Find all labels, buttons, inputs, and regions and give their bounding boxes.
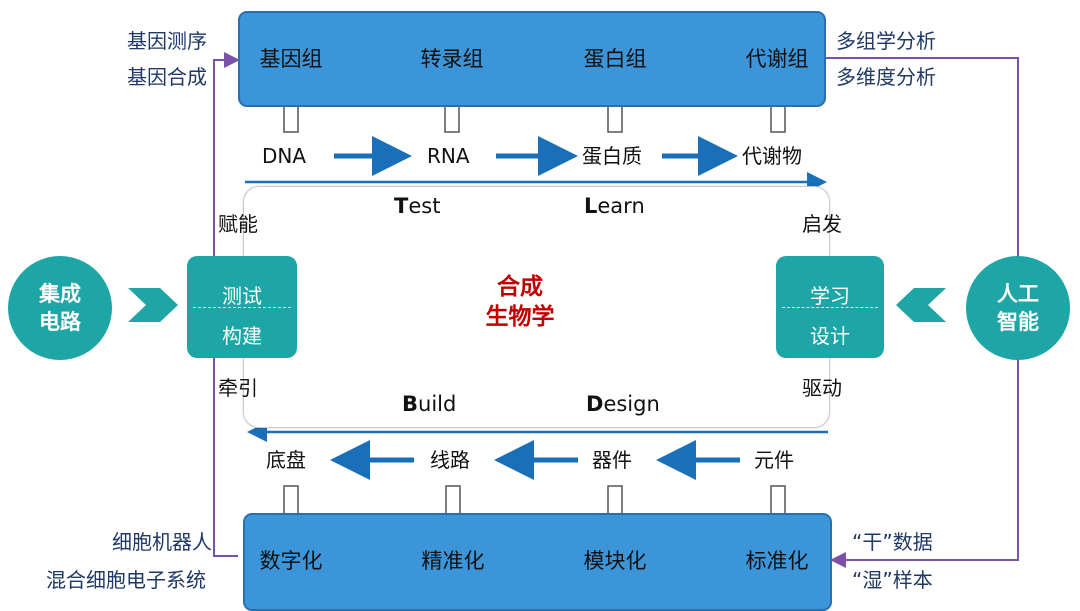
bottom-panel-item-standard: 标准化 xyxy=(745,549,809,573)
left-box-test: 测试 xyxy=(222,284,262,308)
bottom-right-label-dry-data: “干”数据 xyxy=(852,530,933,554)
top-panel-item-transcriptome: 转录组 xyxy=(420,47,484,71)
left-label-traction: 牵引 xyxy=(218,376,258,400)
bottom-right-label-wet-sample: “湿”样本 xyxy=(852,568,933,592)
right-box-learn: 学习 xyxy=(810,284,850,308)
dbtl-cycle-panel xyxy=(243,186,830,428)
flow-top-rna: RNA xyxy=(427,144,470,168)
bottom-left-label-cell-robot: 细胞机器人 xyxy=(112,530,212,554)
left-box-build: 构建 xyxy=(222,324,262,348)
top-left-label-synthesis: 基因合成 xyxy=(127,65,207,89)
top-panel-item-genome: 基因组 xyxy=(259,47,323,71)
top-panel-item-metabolome: 代谢组 xyxy=(745,47,809,71)
integrated-circuit-circle: 集成电路 xyxy=(8,256,112,360)
left-test-build-box: 测试 构建 xyxy=(187,256,297,358)
right-label-inspire: 启发 xyxy=(802,212,842,236)
center-title-line1: 合成 xyxy=(497,274,543,300)
flow-top-protein: 蛋白质 xyxy=(582,144,642,168)
flow-bottom-chassis: 底盘 xyxy=(266,448,306,472)
left-label-empower: 赋能 xyxy=(218,212,258,236)
right-box-design: 设计 xyxy=(810,324,850,348)
bottom-panel-item-precise: 精准化 xyxy=(421,549,485,573)
right-label-drive: 驱动 xyxy=(802,376,842,400)
omics-panel xyxy=(238,11,826,107)
top-right-label-multiomics: 多组学分析 xyxy=(836,29,936,53)
center-title: 合成 生物学 xyxy=(472,272,568,332)
standards-panel xyxy=(243,513,832,611)
right-box-divider xyxy=(782,307,878,308)
flow-bottom-part: 元件 xyxy=(754,448,794,472)
bottom-left-label-hybrid-system: 混合细胞电子系统 xyxy=(46,568,206,592)
top-panel-item-proteome: 蛋白组 xyxy=(583,47,647,71)
bottom-panel-item-digital: 数字化 xyxy=(259,549,323,573)
cycle-label-learn: Learn xyxy=(584,194,645,218)
ai-circle: 人工智能 xyxy=(966,256,1070,360)
flow-top-metabolite: 代谢物 xyxy=(742,144,802,168)
left-chevron xyxy=(128,288,178,322)
cycle-label-build: Build xyxy=(402,392,457,416)
right-chevron xyxy=(896,288,946,322)
top-right-label-multidim: 多维度分析 xyxy=(836,65,936,89)
top-left-label-sequencing: 基因测序 xyxy=(127,29,207,53)
right-learn-design-box: 学习 设计 xyxy=(776,256,884,358)
flow-bottom-device: 器件 xyxy=(592,448,632,472)
bottom-panel-item-modular: 模块化 xyxy=(583,549,647,573)
flow-bottom-circuit: 线路 xyxy=(430,448,470,472)
cycle-label-test: Test xyxy=(394,194,441,218)
left-box-divider xyxy=(193,307,291,308)
flow-top-dna: DNA xyxy=(262,144,307,168)
cycle-label-design: Design xyxy=(586,392,660,416)
center-title-line2: 生物学 xyxy=(485,304,555,330)
